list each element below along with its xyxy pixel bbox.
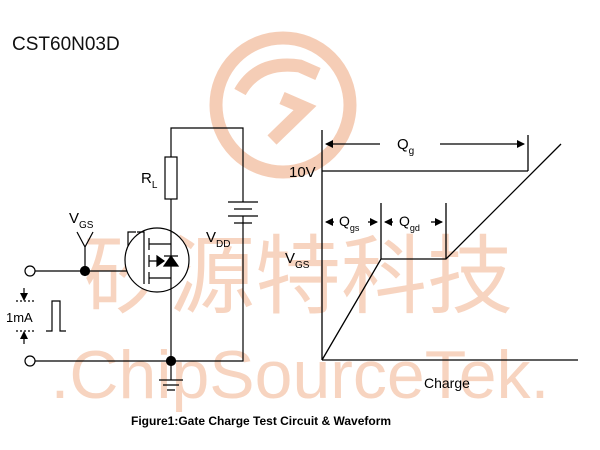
qgs-qgd-extensions [380,203,447,259]
gate-current-pulse [46,300,66,332]
load-resistor [164,156,178,200]
drain-supply-wire [170,127,244,202]
vgs-axis-label: VGS [285,250,310,271]
vdd-label: VDD [206,229,230,250]
gate-node [79,265,91,277]
watermark-latin: .ChipSourceTek. [51,337,550,413]
vgs-probe-label: VGS [69,210,94,231]
gate-charge-waveform [321,130,578,361]
gate-current-label: 1mA [6,310,33,325]
ground-input-terminal [24,355,36,367]
vgs-probe [76,231,94,266]
vdd-battery [228,201,258,224]
mosfet-body-arrow [156,254,166,268]
mosfet-gate-plate [137,231,145,284]
mosfet-terminals [149,224,172,361]
ground-rail [35,216,244,362]
charge-axis-label: Charge [424,375,470,391]
vgs-curve [321,143,562,361]
figure-caption: Figure1:Gate Charge Test Circuit & Wavef… [131,414,391,428]
part-number: CST60N03D [12,34,120,55]
load-resistor-label: RL [141,170,158,191]
body-diode [162,254,180,267]
gate-charge-test-circuit [16,127,258,391]
watermark-logo [209,31,357,179]
qgd-label: Qgd [399,213,420,233]
current-extension [16,300,34,332]
ground-symbol [159,361,183,391]
gate-input-terminal [24,265,36,277]
ten-volt-label: 10V [289,164,316,181]
qgs-label: Qgs [339,213,360,233]
qg-label: Qg [397,136,414,157]
